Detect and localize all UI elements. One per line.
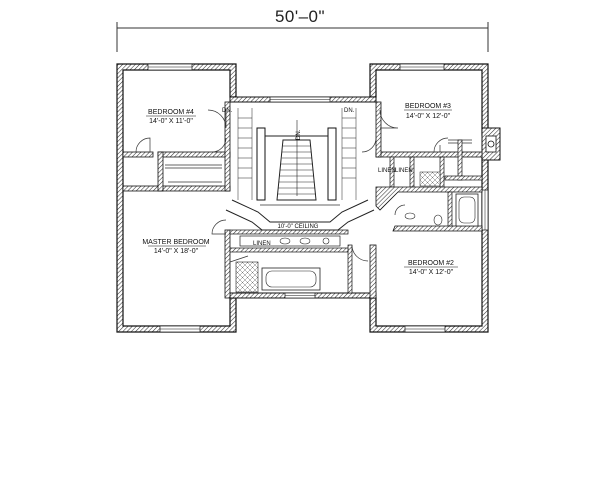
stair-down-label-left: DN.	[222, 108, 233, 114]
room-size-bedroom-2: 14'-0" X 12'-0"	[409, 269, 454, 276]
staircase	[225, 108, 375, 231]
room-name-bedroom-3: BEDROOM #3	[405, 103, 451, 110]
ceiling-height-label: 10'-0" CEILING	[278, 224, 319, 230]
doors	[135, 109, 449, 262]
master-bath-fixtures	[229, 235, 341, 293]
room-name-bedroom-4: BEDROOM #4	[148, 109, 194, 116]
room-labels: BEDROOM #4 14'-0" X 11'-0" BEDROOM #3 14…	[142, 103, 458, 276]
room-size-bedroom-3: 14'-0" X 12'-0"	[406, 113, 451, 120]
linen-label-master: LINEN	[253, 241, 271, 247]
interior-walls	[122, 101, 483, 299]
bath-2-fixtures	[404, 171, 479, 227]
overall-dimension: 50'–0"	[116, 7, 489, 52]
overall-dimension-label: 50'–0"	[275, 7, 325, 26]
windows	[147, 63, 489, 333]
room-name-master-bedroom: MASTER BEDROOM	[142, 239, 209, 246]
linen-label-2: LINEN	[395, 168, 413, 174]
room-name-bedroom-2: BEDROOM #2	[408, 260, 454, 267]
stair-down-label-right: DN.	[344, 108, 355, 114]
stair-down-label-center: DN.	[296, 129, 302, 140]
room-size-bedroom-4: 14'-0" X 11'-0"	[149, 118, 193, 125]
room-size-master-bedroom: 14'-0" X 18'-0"	[154, 248, 199, 255]
linen-label-1: LINEN	[378, 168, 396, 174]
annotations: DN. DN. DN. LINEN LINEN LINEN 10'-0" CEI…	[222, 108, 413, 247]
